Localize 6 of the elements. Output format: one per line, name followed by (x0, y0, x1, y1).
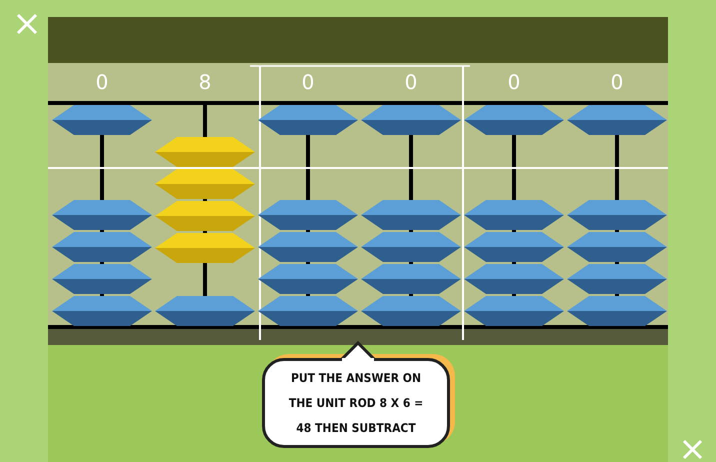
rod-value: 0 (506, 70, 522, 94)
rod-value: 0 (610, 70, 624, 94)
rod-value: 0 (300, 70, 316, 94)
rod-value: 0 (94, 70, 110, 94)
rod-value: 0 (404, 70, 418, 94)
rod-value: 8 (198, 70, 212, 94)
